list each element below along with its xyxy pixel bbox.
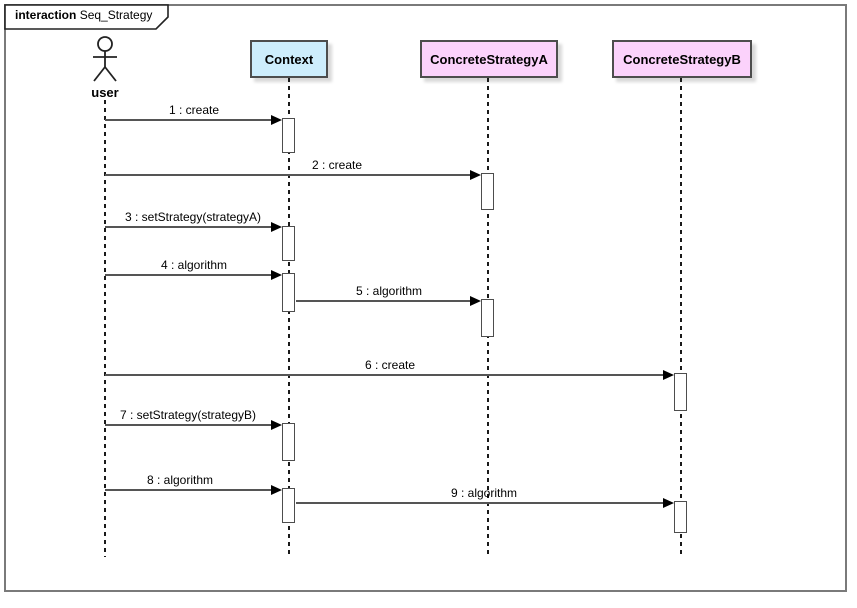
arrowhead-icon	[271, 485, 282, 495]
lifeline-user[interactable]	[104, 100, 106, 557]
message-line	[296, 502, 663, 504]
arrowhead-icon	[470, 296, 481, 306]
activation-bar-context[interactable]	[282, 273, 295, 312]
message-label: 3 : setStrategy(strategyA)	[124, 210, 262, 224]
uml-frame-border	[4, 4, 847, 592]
arrowhead-icon	[663, 498, 674, 508]
actor-label: user	[91, 85, 119, 100]
message-line	[105, 489, 271, 491]
activation-bar-strategy-b[interactable]	[674, 501, 687, 533]
message-8-algorithm[interactable]: 8 : algorithm	[105, 473, 282, 496]
activation-bar-strategy-a[interactable]	[481, 173, 494, 210]
arrowhead-icon	[470, 170, 481, 180]
frame-label: interaction Seq_Strategy	[4, 4, 176, 31]
diagram-title: Seq_Strategy	[79, 8, 153, 22]
lifeline-concrete-strategy-b[interactable]	[680, 78, 682, 557]
frame-label-text: interaction Seq_Strategy	[15, 8, 152, 22]
message-4-algorithm[interactable]: 4 : algorithm	[105, 258, 282, 281]
message-2-create[interactable]: 2 : create	[105, 158, 481, 181]
arrowhead-icon	[271, 222, 282, 232]
message-line	[296, 300, 470, 302]
message-label: 1 : create	[168, 103, 220, 117]
frame-pentagon-icon	[4, 4, 169, 30]
message-3-set-strategy-a[interactable]: 3 : setStrategy(strategyA)	[105, 210, 282, 233]
message-1-create[interactable]: 1 : create	[105, 103, 282, 126]
message-label: 2 : create	[311, 158, 363, 172]
message-label: 4 : algorithm	[160, 258, 228, 272]
message-label: 5 : algorithm	[355, 284, 423, 298]
participant-context[interactable]: Context	[250, 40, 328, 78]
message-line	[105, 119, 271, 121]
arrowhead-icon	[271, 270, 282, 280]
message-5-algorithm[interactable]: 5 : algorithm	[296, 284, 481, 307]
interaction-keyword: interaction	[15, 8, 77, 22]
activation-bar-context[interactable]	[282, 226, 295, 261]
message-line	[105, 274, 271, 276]
activation-bar-context[interactable]	[282, 488, 295, 523]
actor-stick-figure-icon	[93, 36, 117, 82]
message-label: 9 : algorithm	[450, 486, 518, 500]
activation-bar-strategy-b[interactable]	[674, 373, 687, 411]
participant-name: ConcreteStrategyA	[430, 51, 548, 67]
arrowhead-icon	[271, 420, 282, 430]
message-line	[105, 174, 470, 176]
participant-concrete-strategy-b[interactable]: ConcreteStrategyB	[612, 40, 752, 78]
actor-user[interactable]: user	[78, 36, 132, 100]
message-line	[105, 374, 663, 376]
participant-name: Context	[264, 51, 314, 67]
message-6-create[interactable]: 6 : create	[105, 358, 674, 381]
message-7-set-strategy-b[interactable]: 7 : setStrategy(strategyB)	[105, 408, 282, 431]
message-9-algorithm[interactable]: 9 : algorithm	[296, 486, 674, 509]
activation-bar-context[interactable]	[282, 423, 295, 461]
message-line	[105, 424, 271, 426]
participant-name: ConcreteStrategyB	[623, 51, 741, 67]
participant-concrete-strategy-a[interactable]: ConcreteStrategyA	[420, 40, 558, 78]
activation-bar-context[interactable]	[282, 118, 295, 153]
message-label: 8 : algorithm	[146, 473, 214, 487]
message-line	[105, 226, 271, 228]
message-label: 7 : setStrategy(strategyB)	[119, 408, 257, 422]
arrowhead-icon	[271, 115, 282, 125]
arrowhead-icon	[663, 370, 674, 380]
message-label: 6 : create	[364, 358, 416, 372]
activation-bar-strategy-a[interactable]	[481, 299, 494, 337]
lifeline-context[interactable]	[288, 78, 290, 557]
